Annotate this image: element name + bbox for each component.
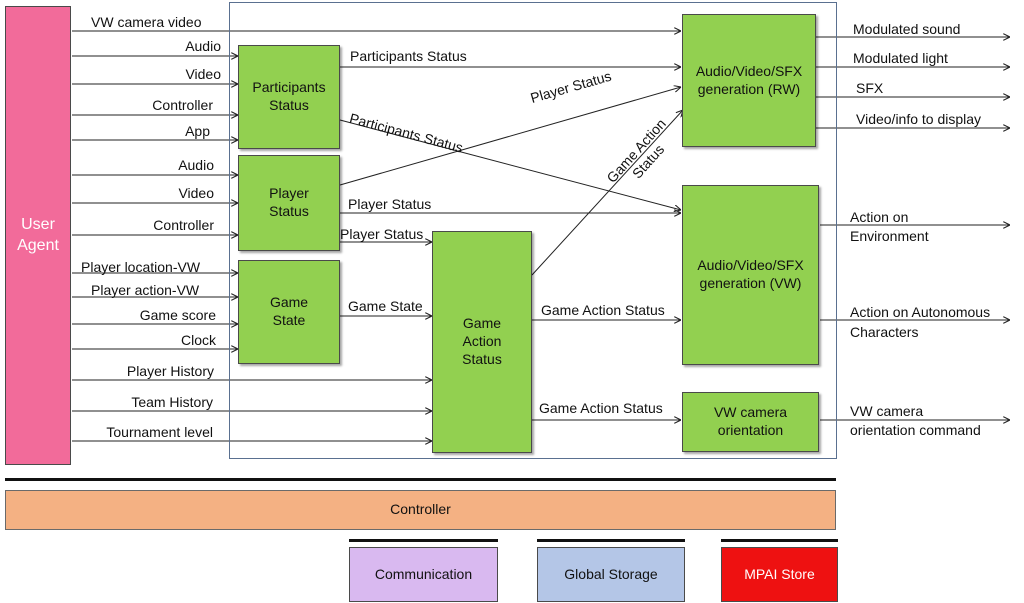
game-system-frame (229, 2, 837, 459)
output-label-modulated-sound: Modulated sound (853, 21, 961, 37)
player-status-box: Player Status (238, 155, 340, 251)
communication-label: Communication (374, 565, 473, 582)
vw-camera-orientation-label: VW camera orientation (713, 404, 788, 438)
input-label-tournament-level: Tournament level (106, 424, 213, 440)
flow-label-game-state-gas: Game State (348, 298, 423, 314)
input-label-player-action-vw: Player action-VW (91, 282, 200, 298)
input-label-team-history: Team History (131, 394, 213, 410)
game-state-label: Game State (269, 294, 309, 328)
mpai-store-label: MPAI Store (744, 565, 815, 582)
participants-status-box: Participants Status (238, 45, 340, 149)
output-label-modulated-light: Modulated light (853, 50, 948, 66)
arrow-gas-rw (531, 110, 683, 276)
arrow-player-status-rw (339, 87, 681, 186)
participants-status-label: Participants Status (252, 79, 326, 113)
input-label-player-audio: Audio (178, 157, 214, 173)
output-label-action-on-autonomous: Action on Autonomous Characters (850, 304, 991, 340)
output-label-video-info: Video/info to display (856, 111, 982, 127)
controller-label: Controller (390, 501, 451, 518)
global-storage-rule (537, 539, 685, 542)
controller-top-rule (5, 478, 836, 481)
input-label-vw-camera-video: VW camera video (91, 14, 202, 30)
input-label-player-controller: Controller (153, 217, 214, 233)
communication-box: Communication (349, 547, 498, 602)
user-agent-label: User Agent (17, 216, 59, 254)
flow-label-gas-vw: Game Action Status (541, 302, 665, 318)
input-label-participants-audio: Audio (185, 38, 221, 54)
global-storage-box: Global Storage (537, 547, 685, 602)
game-action-status-box: Game Action Status (432, 231, 532, 453)
player-status-label: Player Status (269, 185, 309, 219)
av-sfx-vw-box: Audio/Video/SFX generation (VW) (682, 185, 819, 365)
input-label-clock: Clock (180, 332, 216, 348)
controller-bar: Controller (5, 490, 836, 530)
vw-camera-orientation-box: VW camera orientation (682, 392, 819, 452)
user-agent-box: User Agent (5, 6, 71, 465)
input-label-participants-video: Video (185, 66, 221, 82)
input-label-player-history: Player History (126, 363, 214, 379)
av-sfx-rw-label: Audio/Video/SFX generation (RW) (695, 62, 803, 97)
flow-label-player-status-gas: Player Status (340, 226, 424, 242)
game-state-box: Game State (238, 260, 340, 364)
av-sfx-rw-box: Audio/Video/SFX generation (RW) (682, 14, 816, 147)
input-label-participants-controller: Controller (152, 97, 213, 113)
communication-rule (349, 539, 498, 542)
output-label-vw-camera-command: VW camera orientation command (850, 403, 981, 438)
input-label-player-video: Video (178, 185, 214, 201)
input-label-player-location-vw: Player location-VW (81, 259, 201, 275)
output-label-sfx: SFX (856, 80, 884, 96)
game-action-status-label: Game Action Status (462, 315, 502, 367)
mpai-store-rule (721, 539, 838, 542)
mpai-store-box: MPAI Store (721, 547, 838, 602)
input-label-game-score: Game score (139, 307, 216, 323)
flow-label-gas-camera: Game Action Status (539, 400, 663, 416)
global-storage-label: Global Storage (564, 565, 658, 582)
flow-label-player-status-vw: Player Status (348, 196, 432, 212)
output-label-action-on-environment: Action on Environment (850, 209, 929, 244)
arrow-participants-status-vw (339, 119, 681, 210)
av-sfx-vw-label: Audio/Video/SFX generation (VW) (697, 257, 804, 291)
input-label-participants-app: App (185, 123, 210, 139)
flow-label-participants-status-rw: Participants Status (350, 48, 467, 64)
